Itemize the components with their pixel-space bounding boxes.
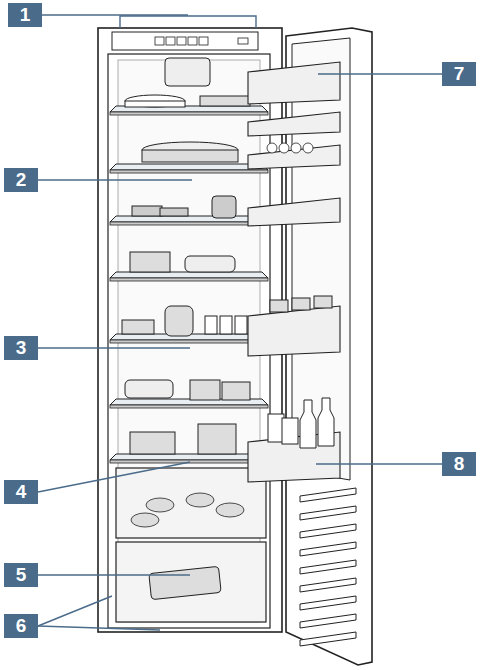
crisper-drawer — [116, 542, 266, 622]
leader-line — [318, 73, 442, 74]
egg — [303, 143, 313, 153]
vent-slot — [300, 488, 356, 502]
shelf-edge — [110, 170, 268, 173]
control-panel — [112, 32, 258, 50]
callout-number: 2 — [4, 168, 38, 192]
panel-button — [166, 37, 175, 45]
light-unit — [165, 58, 210, 86]
shelf-edge — [110, 278, 268, 281]
butter-dish — [160, 208, 188, 216]
yogurt-cup — [205, 316, 217, 334]
shelf-edge — [110, 222, 268, 225]
dish — [200, 96, 250, 106]
food-box — [198, 424, 236, 454]
panel-button — [188, 37, 197, 45]
vent-slot — [300, 578, 356, 592]
food-box — [122, 320, 154, 334]
plate-side — [125, 101, 185, 107]
can — [292, 298, 310, 310]
crisper-drawer — [116, 468, 266, 538]
leader-line — [38, 596, 112, 626]
leader-line — [38, 574, 190, 575]
callout-number: 4 — [4, 480, 38, 504]
vent-slot — [300, 506, 356, 520]
leader-line — [120, 16, 256, 28]
callout-number: 1 — [8, 3, 42, 27]
egg — [279, 143, 289, 153]
shelf-edge — [110, 340, 268, 343]
meat-package — [149, 566, 221, 599]
leader-line — [38, 626, 160, 630]
yogurt-cup — [220, 316, 232, 334]
shelf-edge — [110, 112, 268, 115]
vent-slot — [300, 542, 356, 556]
panel-button — [155, 37, 164, 45]
vent-slot — [300, 560, 356, 574]
door-bin — [248, 306, 340, 356]
food-pack — [185, 256, 235, 272]
vegetable — [186, 493, 214, 507]
food-box — [130, 252, 170, 272]
jar — [212, 196, 236, 218]
callout-number: 3 — [4, 336, 38, 360]
food-pack — [125, 380, 173, 398]
food-box — [130, 432, 175, 454]
door-bin — [248, 112, 340, 136]
cake-side — [142, 150, 238, 162]
vent-slot — [300, 632, 356, 646]
bottle — [318, 398, 334, 446]
panel-button — [199, 37, 208, 45]
vent-slot — [300, 614, 356, 628]
leader-line — [38, 179, 192, 180]
jar — [165, 306, 193, 336]
panel-indicator — [238, 38, 248, 44]
vegetable — [216, 503, 244, 517]
bottle — [300, 400, 316, 448]
egg — [267, 143, 277, 153]
glass-shelf — [110, 454, 268, 460]
callout-number: 6 — [4, 614, 38, 638]
callout-number: 5 — [4, 563, 38, 587]
butter-dish — [132, 206, 162, 216]
vent-slot — [300, 524, 356, 538]
glass-shelf — [110, 272, 268, 278]
food-box — [190, 380, 220, 400]
door-liner — [292, 38, 350, 480]
shelf-edge — [110, 405, 268, 408]
vent-slot — [300, 596, 356, 610]
food-box — [222, 382, 250, 400]
carton — [282, 418, 298, 444]
leader-line — [38, 462, 190, 492]
plate — [125, 95, 185, 107]
can — [314, 296, 332, 308]
glass-shelf — [110, 216, 268, 222]
leader-line — [38, 347, 190, 348]
door-bin — [248, 62, 340, 104]
glass-shelf — [110, 164, 268, 170]
callout-number: 7 — [442, 62, 476, 86]
cabinet-interior — [108, 54, 270, 628]
door-bin — [248, 198, 340, 226]
leader-line — [316, 463, 442, 464]
callout-number: 8 — [442, 452, 476, 476]
panel-button — [177, 37, 186, 45]
egg — [291, 143, 301, 153]
vegetable — [146, 498, 174, 512]
yogurt-cup — [235, 316, 247, 334]
vegetable — [131, 513, 159, 527]
can — [270, 300, 288, 312]
